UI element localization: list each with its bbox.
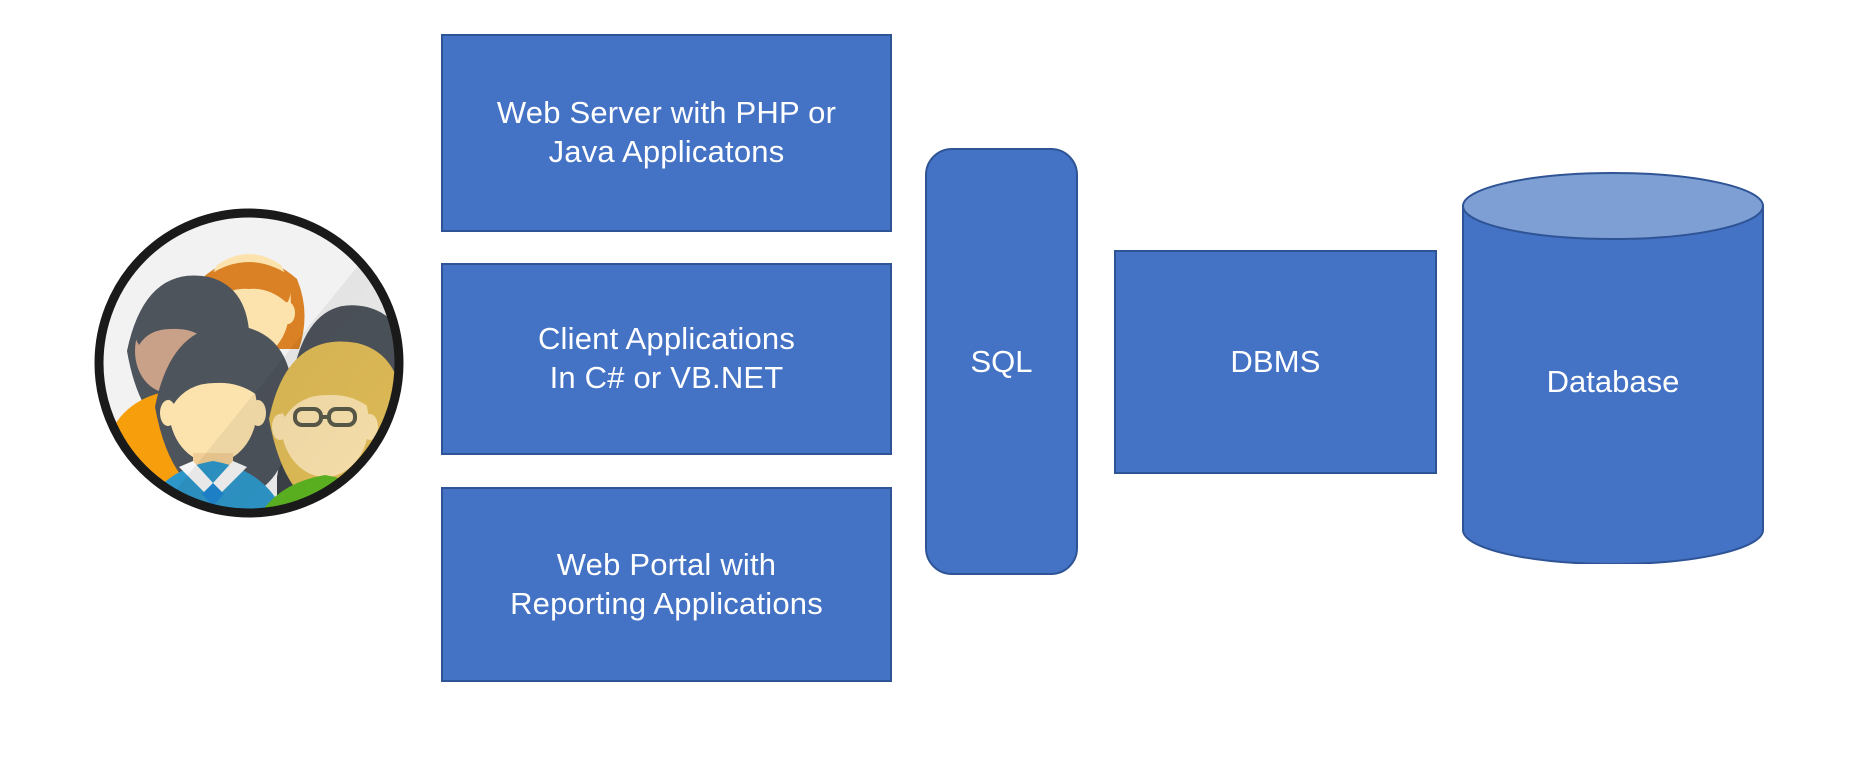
dbms-box[interactable]: DBMS <box>1114 250 1437 474</box>
tier-box-web-server-label: Web Server with PHP or Java Applicatons <box>496 95 837 169</box>
tier-box-client-applications-label: Client Applications In C# or VB.NET <box>537 321 796 395</box>
dbms-label: DBMS <box>1230 343 1321 379</box>
sql-channel-shape[interactable]: SQL <box>925 148 1078 575</box>
sql-label: SQL <box>970 343 1033 379</box>
group-of-people-icon <box>89 203 409 523</box>
tier-box-web-portal-label: Web Portal with Reporting Applications <box>510 546 823 621</box>
tier-box-web-portal[interactable]: Web Portal with Reporting Applications <box>441 487 892 682</box>
tier-box-web-server[interactable]: Web Server with PHP or Java Applicatons <box>441 34 892 232</box>
tier-box-client-applications[interactable]: Client Applications In C# or VB.NET <box>441 263 892 455</box>
database-cylinder[interactable]: Database <box>1462 172 1764 564</box>
